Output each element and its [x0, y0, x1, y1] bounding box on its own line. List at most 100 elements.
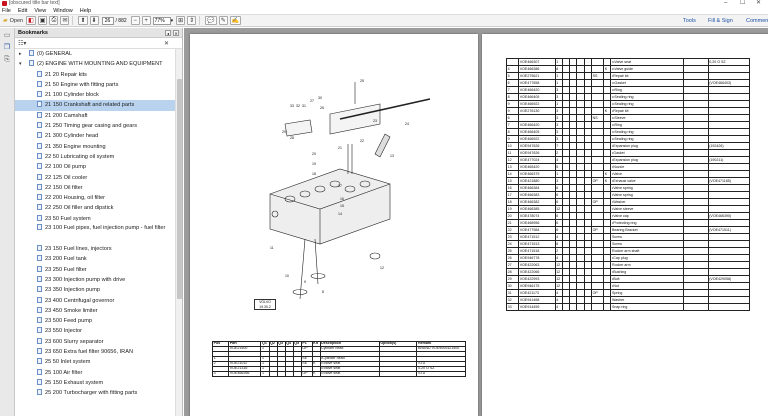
page-number-input[interactable]: [101, 16, 114, 25]
table-cell: [603, 114, 612, 122]
bookmark-label: 23 450 Smoke limiter: [45, 307, 98, 314]
fill-sign-pane-button[interactable]: Fill & Sign: [708, 18, 733, 24]
bookmark-item[interactable]: 21 350 Engine mounting: [15, 142, 175, 152]
bookmark-item[interactable]: 22 250 Oil filler and dipstick: [15, 203, 175, 213]
table-cell: ••Gasket: [610, 79, 685, 87]
table-cell: [603, 198, 612, 206]
print-button[interactable]: ⎙: [49, 16, 59, 25]
scrollbar-thumb[interactable]: [177, 79, 182, 299]
bookmark-item[interactable]: ▸(0) GENERAL: [15, 49, 175, 59]
zoom-out-button[interactable]: −: [130, 16, 140, 25]
bookmarks-tab-icon[interactable]: ❐: [3, 44, 11, 51]
maximize-button[interactable]: ☐: [740, 0, 746, 6]
bookmark-item[interactable]: 25 200 Turbocharger with fitting parts: [15, 388, 175, 398]
zoom-in-button[interactable]: +: [141, 16, 151, 25]
table-cell: [683, 233, 709, 241]
collapse-chevron-icon[interactable]: ▾: [19, 61, 22, 68]
table-cell: [569, 289, 578, 297]
table-cell: [683, 219, 709, 227]
menu-window[interactable]: Window: [53, 8, 73, 14]
bookmark-item[interactable]: 23 50 Fuel system: [15, 214, 175, 224]
zoom-dropdown-chevron-icon[interactable]: ▾: [170, 17, 174, 24]
callout-label: 26: [320, 106, 324, 110]
bookmark-item[interactable]: 21 200 Camshaft: [15, 111, 175, 121]
bookmark-item[interactable]: 22 150 Oil filter: [15, 183, 175, 193]
bookmark-item[interactable]: 22 50 Lubricating oil system: [15, 152, 175, 162]
bookmark-item[interactable]: 22 125 Oil cooler: [15, 173, 175, 183]
bookmark-item[interactable]: 23 250 Fuel filter: [15, 265, 175, 275]
table-cell: [603, 72, 612, 80]
expand-chevron-icon[interactable]: ▸: [19, 51, 22, 57]
table-cell: [576, 65, 585, 73]
fit-page-button[interactable]: ⊞: [176, 16, 186, 25]
bookmark-item[interactable]: 23 500 Feed pump: [15, 316, 175, 326]
minimize-button[interactable]: –: [724, 0, 728, 6]
delete-bookmark-icon[interactable]: ✕: [164, 41, 170, 47]
bookmark-item[interactable]: 23 400 Centrifugal governor: [15, 296, 175, 306]
menu-view[interactable]: View: [34, 8, 47, 14]
bookmark-item[interactable]: 23 200 Fuel tank: [15, 254, 175, 264]
menu-help[interactable]: Help: [79, 8, 92, 14]
bookmark-item[interactable]: 21 300 Cylinder head: [15, 131, 175, 141]
email-icon: ✉: [62, 18, 68, 24]
bookmark-item[interactable]: 21 150 Crankshaft and related parts: [15, 100, 175, 111]
bookmarks-scrollbar[interactable]: [175, 49, 182, 416]
email-button[interactable]: ✉: [60, 16, 70, 25]
open-button[interactable]: ▰ Open: [2, 16, 24, 25]
bookmark-item[interactable]: 23 150 Fuel lines, injectors: [15, 244, 175, 254]
bookmark-item[interactable]: 21 20 Repair kits: [15, 70, 175, 80]
table-cell: [590, 219, 605, 227]
table-cell: •Valve: [610, 170, 685, 178]
document-view[interactable]: 33 32 31 27 30 26 29 28 25 24 23 22 21 2…: [184, 28, 768, 416]
options-menu-icon[interactable]: ☷▾: [18, 41, 27, 47]
comment-button[interactable]: 💬: [205, 16, 217, 25]
table-cell: 32: [505, 296, 520, 304]
bookmark-item[interactable]: 21 50 Engine with fitting parts: [15, 80, 175, 90]
scroll-mode-button[interactable]: ⇕: [187, 16, 197, 25]
table-cell: 9: [505, 107, 520, 115]
highlight-button[interactable]: ✎: [218, 16, 228, 25]
table-cell: [569, 100, 578, 108]
close-window-button[interactable]: ✕: [756, 0, 762, 6]
tools-pane-button[interactable]: Tools: [683, 18, 696, 24]
bookmark-item[interactable]: 22 200 Housing, oil filter: [15, 193, 175, 203]
table-cell: [590, 254, 605, 262]
bookmark-item[interactable]: 25 100 Air filter: [15, 368, 175, 378]
create-pdf-button[interactable]: ◧: [26, 16, 36, 25]
table-cell: VOE471518: [518, 247, 556, 255]
bookmark-item[interactable]: 23 550 Injector: [15, 326, 175, 336]
bookmark-item[interactable]: 25 150 Exhaust system: [15, 378, 175, 388]
bookmark-item[interactable]: 25 50 Inlet system: [15, 357, 175, 367]
table-cell: VOE466420: [518, 121, 556, 129]
attachments-icon[interactable]: ⎘: [4, 56, 10, 63]
save-button[interactable]: ▣: [37, 16, 48, 25]
bookmark-item[interactable]: 23 600 Slurry separator: [15, 337, 175, 347]
bookmark-item[interactable]: 21 100 Cylinder block: [15, 90, 175, 100]
table-cell: VOE477984: [518, 226, 556, 234]
bookmark-item[interactable]: ▾(2) ENGINE WITH MOUNTING AND EQUIPMENT: [15, 59, 175, 69]
collapse-panel-button[interactable]: ◂: [165, 30, 171, 36]
table-cell: [569, 282, 578, 290]
table-cell: 7: [505, 121, 520, 129]
bookmark-item[interactable]: 23 450 Smoke limiter: [15, 306, 175, 316]
bookmark-item[interactable]: 23 300 Injection pump with drive: [15, 275, 175, 285]
menu-edit[interactable]: Edit: [17, 8, 28, 14]
next-page-button[interactable]: ⬇: [89, 16, 99, 25]
comment-pane-button[interactable]: Comment: [746, 18, 768, 24]
bookmark-item[interactable]: 23 650 Extra fuel filter 90656, IRAN: [15, 347, 175, 357]
zoom-level-input[interactable]: [152, 16, 171, 25]
plus-icon: +: [144, 17, 148, 24]
bookmark-item[interactable]: 23 350 Injection pump: [15, 285, 175, 295]
page-thumbnails-icon[interactable]: ▭: [3, 32, 11, 39]
sign-button[interactable]: ✍: [229, 16, 242, 25]
menu-file[interactable]: File: [2, 8, 11, 14]
bookmark-item[interactable]: 22 100 Oil pump: [15, 162, 175, 172]
bookmark-item[interactable]: 21 250 Timing gear casing and gears: [15, 121, 175, 131]
table-cell: [590, 261, 605, 269]
previous-page-button[interactable]: ⬆: [78, 16, 88, 25]
table-cell: 25: [505, 247, 520, 255]
bookmark-item[interactable]: 23 100 Fuel pipes, fuel injection pump -…: [15, 224, 175, 244]
panel-close-button[interactable]: ✕: [173, 30, 179, 36]
